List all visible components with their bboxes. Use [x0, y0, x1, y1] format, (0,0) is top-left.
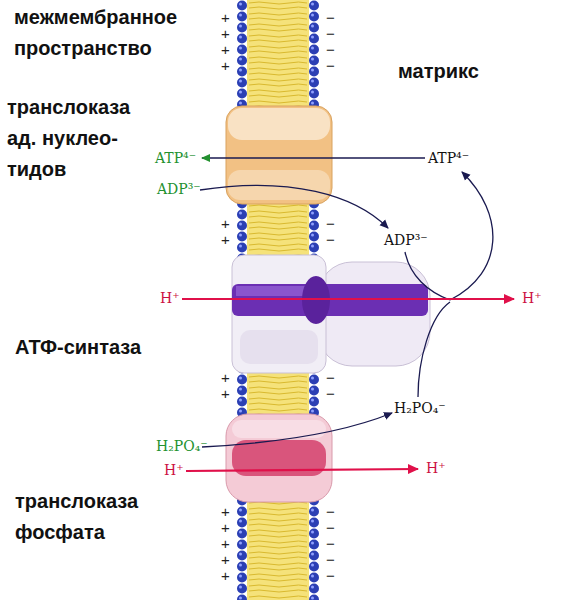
protein-label: транслоказа фосфата: [15, 486, 157, 548]
protein-label: транслоказа ад. нуклео- тидов: [7, 92, 149, 185]
charge-sign: +: [221, 10, 230, 25]
molecule-label: H₂PO₄⁻: [156, 438, 208, 455]
charge-sign: −: [326, 536, 335, 551]
charge-sign: +: [221, 386, 230, 401]
ion-label: H⁺: [160, 290, 180, 307]
charge-sign: +: [221, 26, 230, 41]
charge-sign: −: [326, 568, 335, 583]
region-label: межмембранное пространство: [14, 2, 199, 64]
molecule-label: ATP⁴⁻: [155, 150, 196, 167]
molecule-label: H₂PO₄⁻: [394, 400, 446, 417]
charge-sign: −: [326, 552, 335, 567]
charge-sign: −: [326, 42, 335, 57]
charge-sign: −: [326, 370, 335, 385]
charge-sign: −: [326, 10, 335, 25]
protein-label: АТФ-синтаза: [15, 332, 141, 363]
charge-sign: −: [326, 58, 335, 73]
molecule-label: ADP³⁻: [384, 232, 428, 249]
molecule-label: ATP⁴⁻: [428, 150, 469, 167]
region-label: матрикс: [398, 56, 479, 87]
ion-label: H⁺: [164, 462, 184, 479]
charge-sign: +: [221, 216, 230, 231]
charge-sign: +: [221, 370, 230, 385]
charge-sign: +: [221, 536, 230, 551]
charge-sign: −: [326, 386, 335, 401]
charge-sign: −: [326, 216, 335, 231]
charge-sign: +: [221, 42, 230, 57]
ion-label: H⁺: [522, 290, 542, 307]
charge-sign: +: [221, 552, 230, 567]
molecule-label: ADP³⁻: [157, 181, 201, 198]
ion-label: H⁺: [426, 460, 446, 477]
charge-sign: −: [326, 26, 335, 41]
charge-sign: −: [326, 232, 335, 247]
charge-sign: +: [221, 232, 230, 247]
charge-sign: +: [221, 520, 230, 535]
charge-sign: −: [326, 520, 335, 535]
charge-sign: −: [326, 504, 335, 519]
charge-sign: +: [221, 58, 230, 73]
charge-sign: +: [221, 504, 230, 519]
charge-sign: +: [221, 568, 230, 583]
